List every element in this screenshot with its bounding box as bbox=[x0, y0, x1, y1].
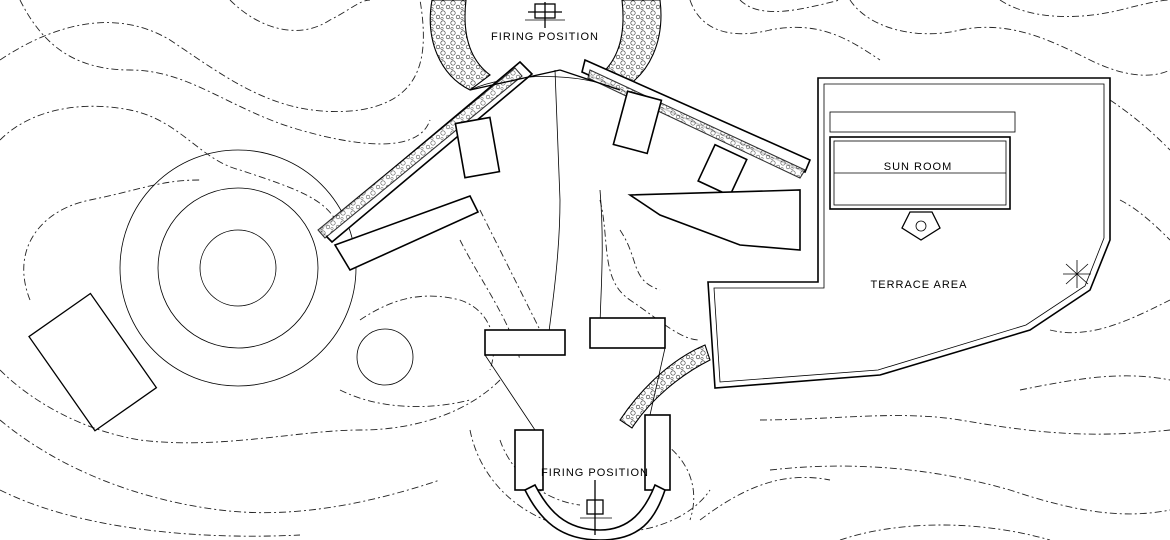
gun-mount-bottom-icon bbox=[580, 480, 612, 535]
sun-room-label: SUN ROOM bbox=[884, 161, 953, 173]
firing-position-bottom-label: FIRING POSITION bbox=[541, 467, 649, 479]
storage-shed bbox=[28, 292, 158, 432]
terrace-area-label: TERRACE AREA bbox=[871, 279, 968, 291]
central-paths bbox=[484, 69, 711, 491]
bay-window-icon bbox=[901, 211, 941, 241]
firing-position-top-label: FIRING POSITION bbox=[491, 31, 599, 43]
terrace-building: SUN ROOM TERRACE AREA bbox=[707, 77, 1111, 389]
firing-position-bottom: FIRING POSITION bbox=[523, 467, 666, 540]
gun-mount-top-icon bbox=[525, 2, 565, 28]
circular-terrace-left bbox=[119, 149, 414, 387]
firing-position-top: FIRING POSITION bbox=[429, 0, 662, 91]
walkways-upper bbox=[317, 58, 812, 272]
north-arrow-icon bbox=[1063, 260, 1091, 288]
